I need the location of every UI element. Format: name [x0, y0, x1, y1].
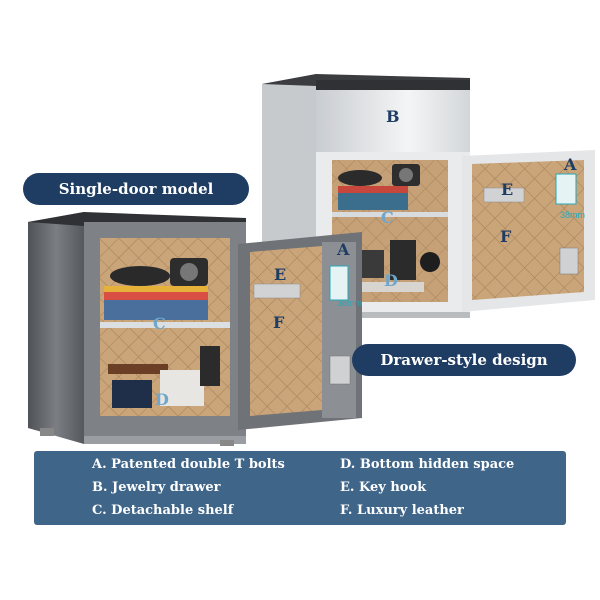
- marker-a-drawer: A: [564, 155, 577, 174]
- legend-item-d: D. Bottom hidden space: [340, 457, 515, 472]
- marker-d-drawer: D: [384, 271, 398, 290]
- marker-b-drawer: B: [386, 107, 400, 126]
- marker-d-single: D: [155, 390, 169, 409]
- feature-legend: A. Patented double T bolts B. Jewelry dr…: [34, 451, 566, 525]
- marker-e-drawer: E: [501, 180, 514, 199]
- legend-item-b: B. Jewelry drawer: [92, 480, 221, 495]
- marker-f-single: F: [273, 313, 285, 332]
- drawer-style-label: Drawer-style design: [352, 344, 576, 376]
- measurement-drawer: 38mm: [560, 210, 586, 220]
- marker-f-drawer: F: [500, 227, 512, 246]
- legend-item-a: A. Patented double T bolts: [92, 457, 285, 472]
- legend-item-c: C. Detachable shelf: [92, 503, 234, 518]
- legend-item-e: E. Key hook: [340, 480, 427, 495]
- legend-item-f: F. Luxury leather: [340, 503, 464, 518]
- single-door-label: Single-door model: [23, 173, 249, 205]
- measurement-single: 38mm: [337, 298, 363, 308]
- marker-c-single: C: [153, 314, 166, 333]
- single-door-safe: [28, 212, 362, 446]
- marker-e-single: E: [274, 265, 287, 284]
- marker-a-single: A: [337, 240, 350, 259]
- marker-c-drawer: C: [381, 208, 394, 227]
